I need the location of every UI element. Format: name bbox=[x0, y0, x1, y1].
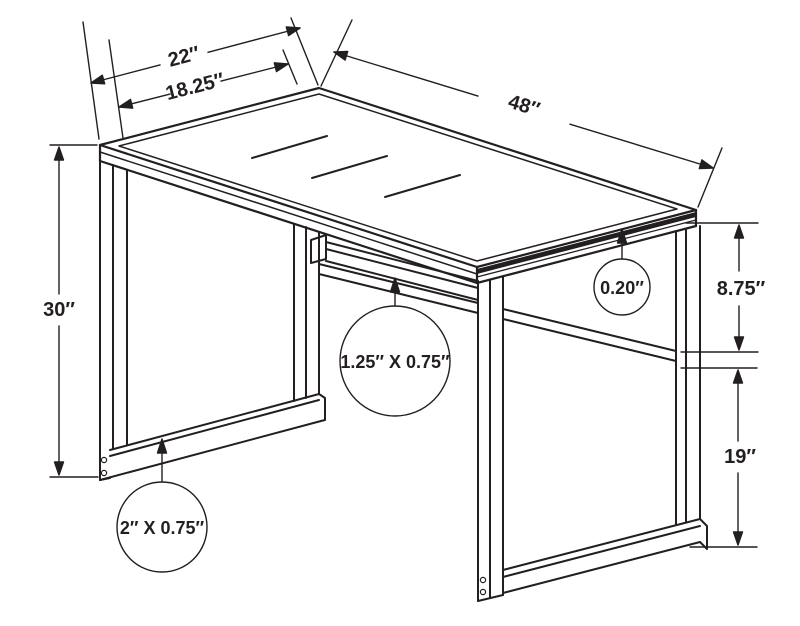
rear-support-bar bbox=[318, 263, 677, 362]
callout-label-glass-thickness: 0.20″ bbox=[600, 278, 644, 298]
arrowhead bbox=[156, 438, 168, 454]
dim-label-glass-depth: 18.25″ bbox=[163, 69, 227, 105]
dim-height bbox=[49, 144, 99, 478]
screw-holes-right bbox=[479, 576, 487, 596]
arrowhead bbox=[732, 369, 744, 384]
glass-shine-lines bbox=[251, 135, 461, 198]
arrowhead bbox=[53, 146, 65, 161]
dim-label-top-depth: 22″ bbox=[166, 42, 203, 71]
dim-label-length: 48″ bbox=[506, 91, 543, 121]
callout-glass-thickness bbox=[593, 228, 651, 316]
arrowhead bbox=[389, 277, 401, 293]
dim-length bbox=[320, 19, 723, 208]
dim-label-bar-to-floor: 19″ bbox=[724, 446, 756, 468]
dim-label-top-to-bar: 8.75″ bbox=[717, 278, 766, 300]
left-leg-frame bbox=[99, 160, 326, 481]
dim-glass-depth bbox=[108, 39, 298, 139]
arrowhead bbox=[118, 98, 134, 109]
tabletop bbox=[98, 86, 698, 285]
arrowhead bbox=[616, 228, 628, 244]
glass-edge-band bbox=[477, 212, 696, 274]
arrowhead bbox=[333, 50, 349, 61]
arrowhead bbox=[53, 461, 65, 476]
callout-front-bar bbox=[339, 277, 451, 417]
dim-label-height: 30″ bbox=[43, 299, 75, 321]
arrowhead bbox=[698, 159, 714, 170]
dim-top-to-bar bbox=[680, 222, 759, 353]
callout-label-front-bar: 1.25″ X 0.75″ bbox=[340, 352, 450, 372]
screw-holes-left bbox=[100, 456, 108, 477]
glass-inset-border bbox=[118, 93, 678, 262]
right-leg-frame bbox=[477, 225, 708, 602]
arrowhead bbox=[90, 74, 106, 85]
front-support-bar bbox=[310, 234, 479, 301]
callout-base-rail bbox=[116, 438, 208, 573]
callout-label-base-rail: 2″ X 0.75″ bbox=[120, 518, 205, 538]
dim-top-depth bbox=[82, 17, 319, 140]
dim-bar-to-floor bbox=[680, 367, 758, 548]
arrowhead bbox=[732, 531, 744, 546]
arrowhead bbox=[733, 224, 745, 239]
arrowhead bbox=[273, 62, 289, 73]
arrowhead bbox=[285, 26, 301, 37]
arrowhead bbox=[733, 336, 745, 351]
